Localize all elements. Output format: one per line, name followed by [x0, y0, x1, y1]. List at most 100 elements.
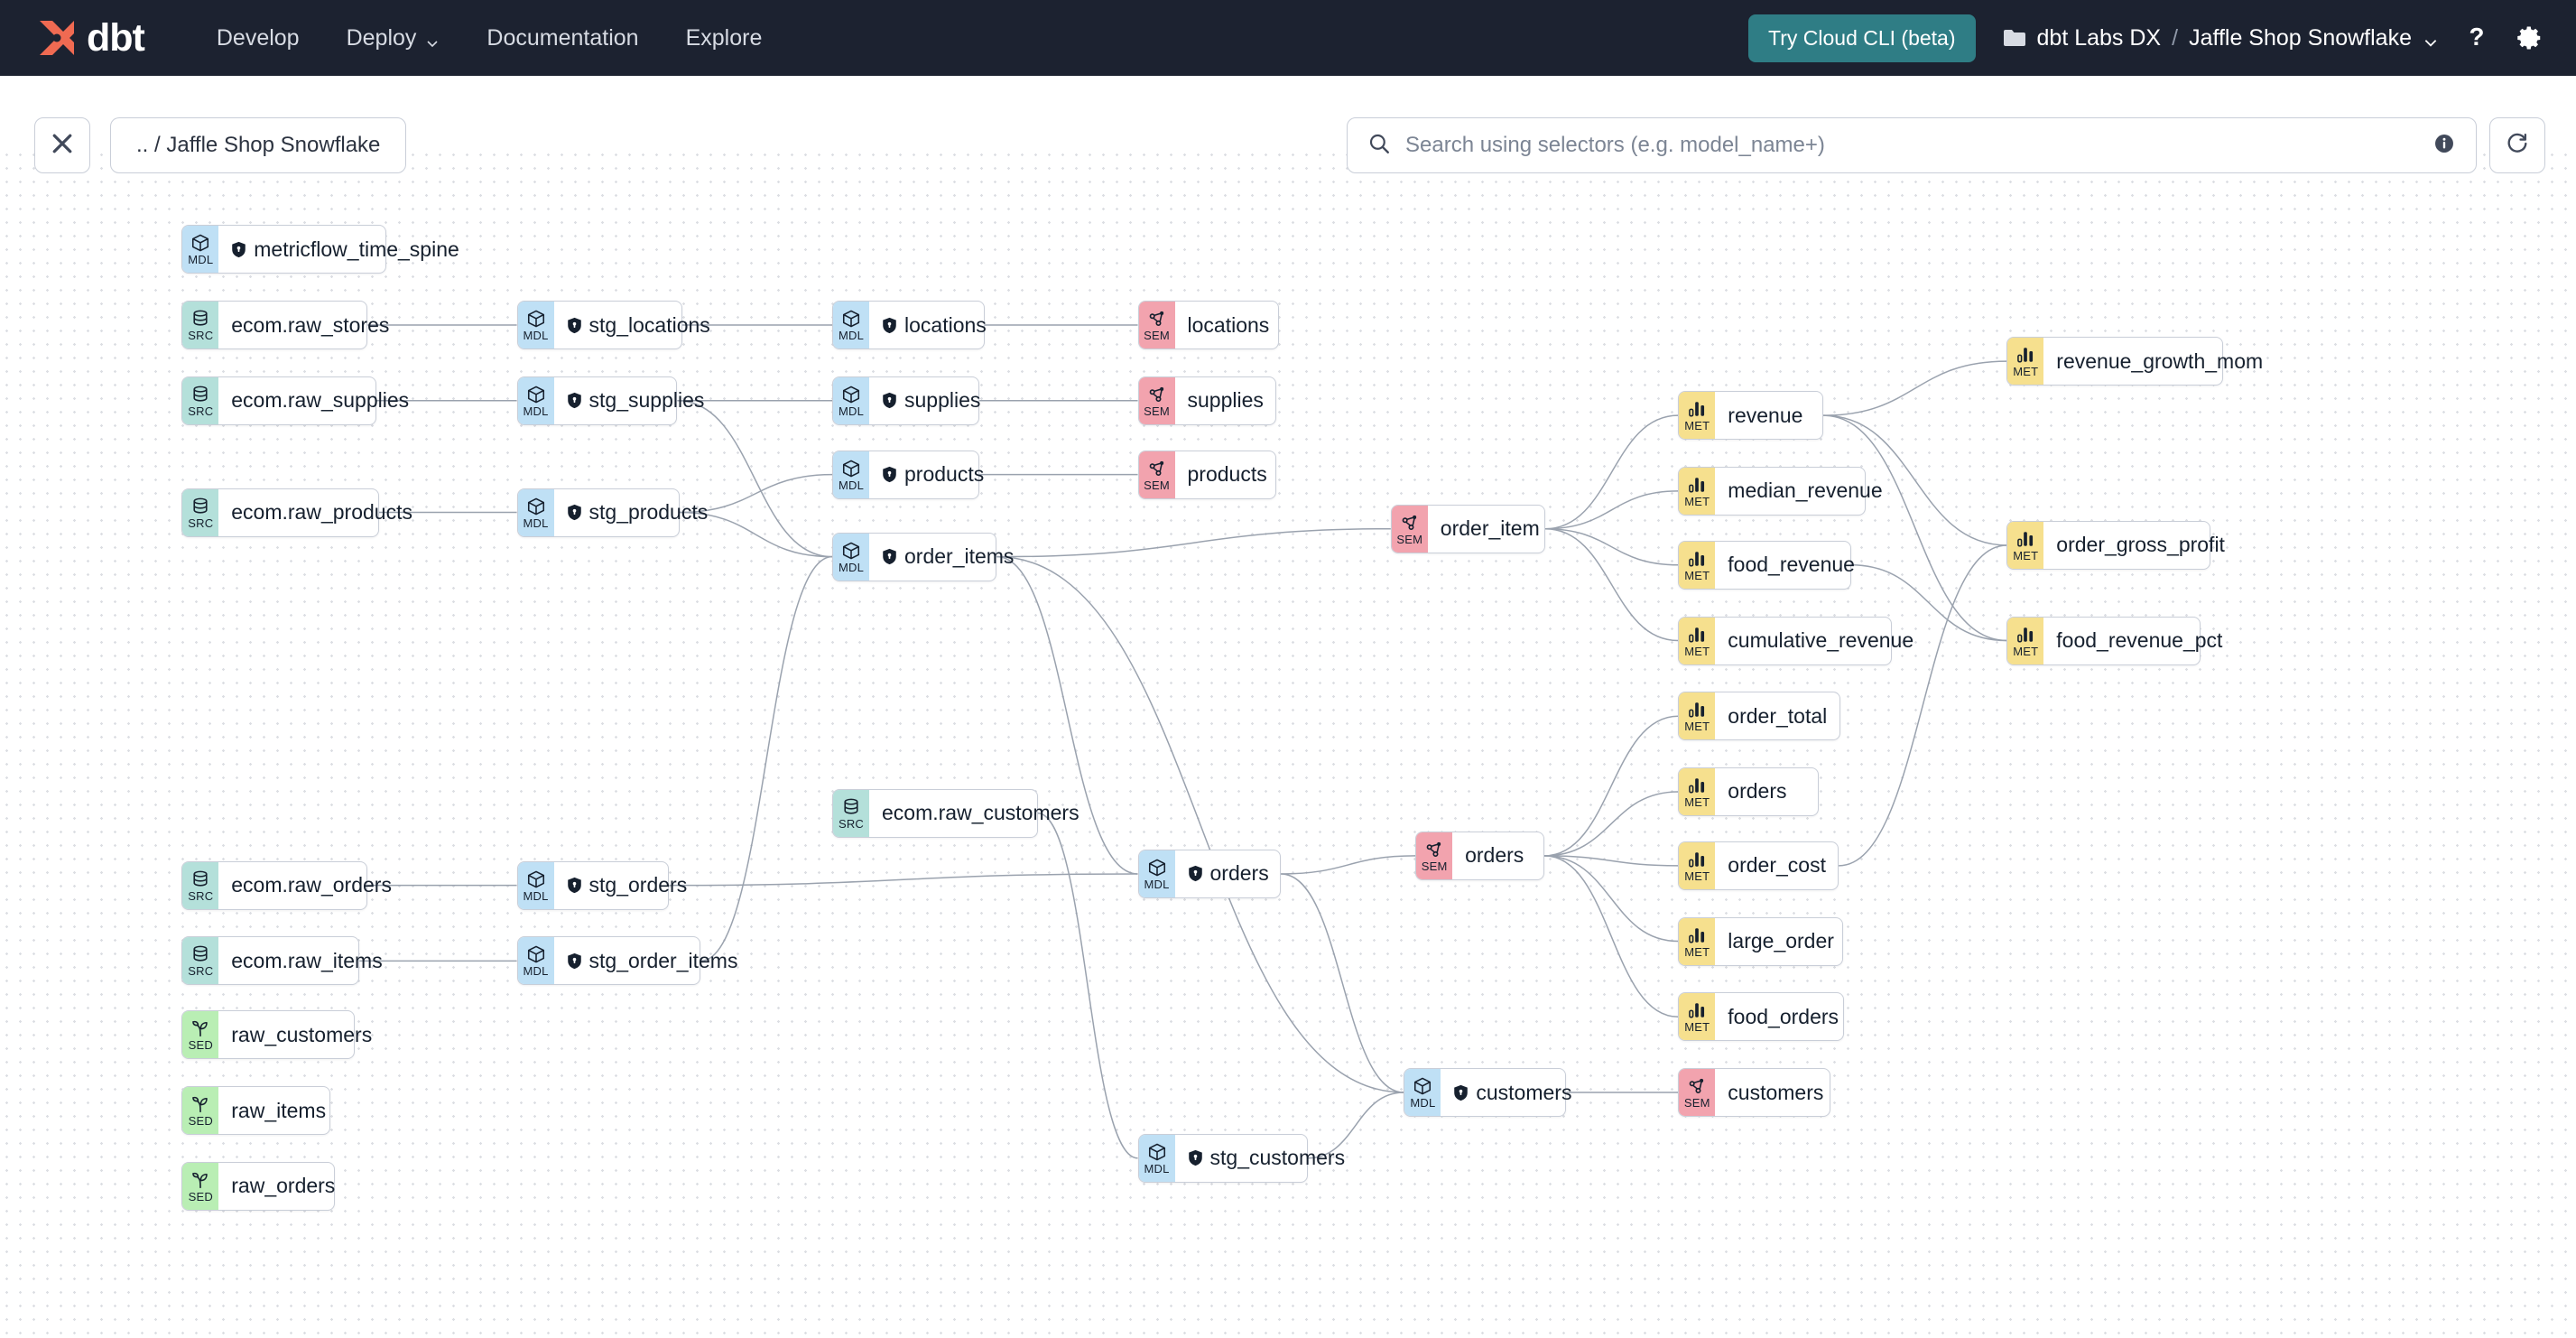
node-type-label: SED — [188, 1114, 213, 1129]
breadcrumb-chip[interactable]: .. / Jaffle Shop Snowflake — [110, 117, 407, 173]
refresh-icon — [2505, 131, 2530, 161]
node-type-label: MET — [1684, 494, 1710, 508]
node-type-label: SEM — [1396, 532, 1423, 546]
bar-chart-icon — [2015, 625, 2035, 645]
refresh-button[interactable] — [2489, 117, 2545, 173]
node-type-label: SEM — [1144, 478, 1170, 492]
node-body: raw_orders — [218, 1163, 349, 1210]
node-label: large_order — [1728, 929, 1834, 953]
cube-icon — [526, 309, 546, 329]
node-type-label: MDL — [523, 329, 549, 343]
dbt-logo[interactable]: dbt — [32, 14, 145, 62]
node-label: supplies — [904, 388, 981, 413]
node-type-label: MET — [1684, 869, 1710, 883]
cube-icon — [841, 385, 861, 404]
bar-chart-icon — [1687, 776, 1707, 795]
node-type-badge-sed: SED — [182, 1162, 219, 1210]
node-body: order_gross_profit — [2043, 522, 2239, 569]
lineage-edge — [1543, 855, 1679, 1018]
node-body: median_revenue — [1715, 468, 1896, 515]
node-type-label: SED — [188, 1038, 213, 1053]
node-label: raw_orders — [231, 1174, 336, 1198]
gear-icon[interactable] — [2516, 24, 2544, 51]
lineage-edge — [1823, 414, 2007, 642]
node-body: ecom.raw_customers — [869, 790, 1094, 837]
lineage-edge — [1281, 873, 1404, 1093]
node-body: products — [869, 451, 998, 498]
nav-link-develop[interactable]: Develop — [217, 25, 300, 51]
search-bar[interactable] — [1347, 117, 2477, 173]
svg-text:?: ? — [2469, 24, 2485, 51]
project-name[interactable]: Jaffle Shop Snowflake — [2189, 24, 2412, 51]
cube-icon — [526, 944, 546, 964]
lineage-edge — [1543, 715, 1679, 857]
node-body: order_item — [1428, 506, 1554, 553]
node-type-label: MET — [1684, 1020, 1710, 1035]
lineage-node-met_large_order[interactable]: MET large_order — [1678, 916, 1843, 966]
node-type-label: MDL — [188, 253, 214, 267]
close-button[interactable] — [34, 117, 90, 173]
node-type-label: SRC — [188, 404, 214, 418]
nav-link-explore[interactable]: Explore — [686, 25, 763, 51]
semantic-graph-icon — [1147, 385, 1167, 404]
nav-link-documentation[interactable]: Documentation — [486, 25, 638, 51]
node-type-label: SEM — [1144, 404, 1170, 418]
search-input[interactable] — [1405, 133, 2432, 158]
lineage-node-raw_orders[interactable]: SED raw_orders — [181, 1161, 335, 1211]
question-mark-icon[interactable]: ? — [2464, 24, 2489, 51]
node-type-label: MDL — [838, 560, 865, 574]
account-name[interactable]: dbt Labs DX — [2036, 24, 2162, 51]
try-cloud-cli-button[interactable]: Try Cloud CLI (beta) — [1748, 14, 1976, 62]
info-icon[interactable] — [2432, 132, 2456, 160]
node-body: orders — [1715, 768, 1801, 815]
node-type-badge-met: MET — [1679, 917, 1716, 965]
cube-icon — [1147, 1142, 1167, 1162]
node-type-badge-met: MET — [2007, 338, 2044, 386]
node-label: ecom.raw_products — [231, 500, 412, 525]
chevron-down-icon[interactable] — [2423, 31, 2437, 47]
cube-icon — [1147, 858, 1167, 878]
nav-link-deploy[interactable]: Deploy — [347, 25, 440, 51]
chevron-down-icon — [425, 31, 440, 48]
node-type-badge-sem: SEM — [1679, 1069, 1716, 1116]
